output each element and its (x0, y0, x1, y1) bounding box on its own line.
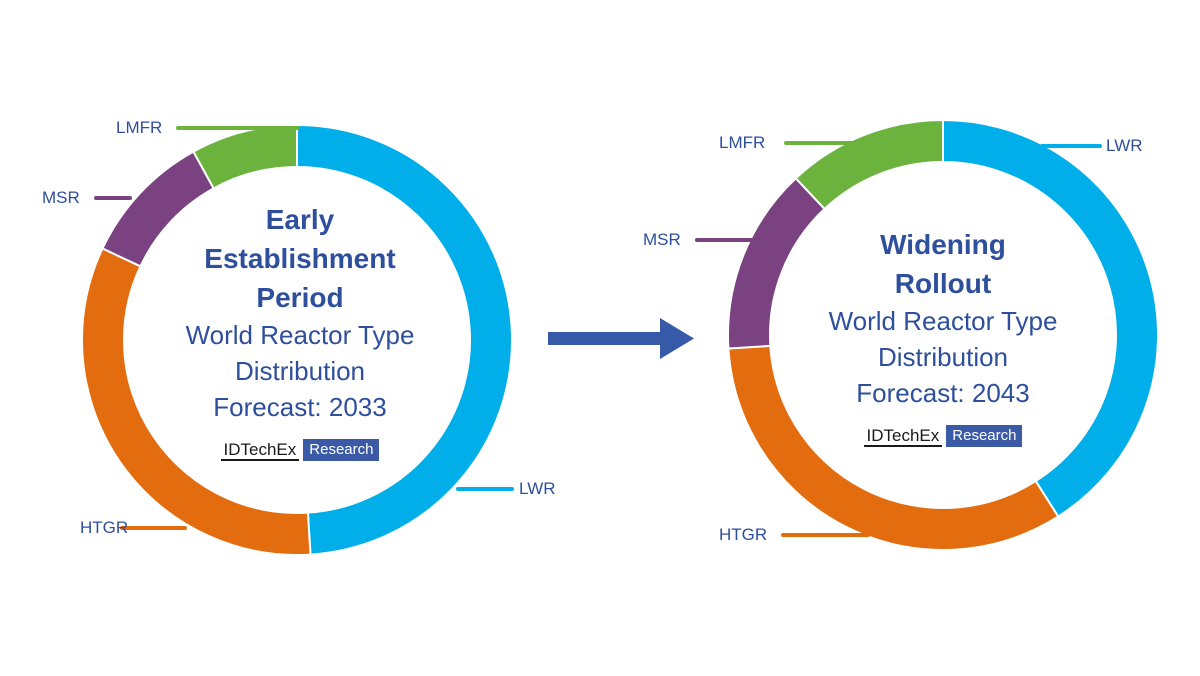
chart-1-logo-box: Research (303, 439, 380, 461)
chart-2-label-msr: MSR (643, 230, 681, 249)
chart-2-subtitle-line-1: World Reactor Type (828, 306, 1058, 336)
chart-1-label-msr: MSR (42, 188, 80, 207)
chart-1-subtitle-line-1: World Reactor Type (185, 320, 415, 350)
chart-1-subtitle-line-2: Distribution (234, 356, 366, 386)
chart-2-label-lmfr: LMFR (719, 133, 766, 152)
chart-1-title-line-3: Period (256, 282, 344, 313)
chart-2-slice-lwr (942, 118, 1159, 518)
chart-2-logo-box: Research (946, 425, 1023, 447)
chart-1-label-htgr: HTGR (80, 518, 129, 537)
chart-2-center-text: Widening Rollout World Reactor Type Dist… (793, 225, 1093, 447)
chart-1-title-line-1: Early (265, 204, 335, 235)
chart-1-title-line-2: Establishment (204, 243, 396, 274)
chart-2-slice-lmfr (794, 118, 944, 211)
chart-1-label-lwr: LWR (519, 479, 556, 498)
chart-1-slice-lwr (296, 123, 514, 556)
chart-2-subtitle-line-2: Distribution (877, 342, 1009, 372)
chart-1-slice-lmfr (192, 123, 298, 190)
chart-2-title-line-1: Widening (880, 229, 1006, 260)
arrow-shaft (548, 332, 666, 345)
arrow-head-icon (660, 318, 694, 359)
chart-2-logo-brand: IDTechEx (863, 425, 943, 447)
chart-2-logo: IDTechEx Research (863, 425, 1023, 447)
chart-1-label-lmfr: LMFR (116, 118, 163, 137)
chart-2-label-htgr: HTGR (719, 525, 768, 544)
chart-1-subtitle-line-3: Forecast: 2033 (213, 392, 387, 422)
chart-2-title-line-2: Rollout (894, 268, 992, 299)
chart-1-center-text: Early Establishment Period World Reactor… (150, 200, 450, 461)
chart-1-logo-brand: IDTechEx (220, 439, 300, 461)
chart-2-label-lwr: LWR (1106, 136, 1143, 155)
chart-1-logo: IDTechEx Research (220, 439, 380, 461)
chart-2-subtitle-line-3: Forecast: 2043 (856, 378, 1030, 408)
